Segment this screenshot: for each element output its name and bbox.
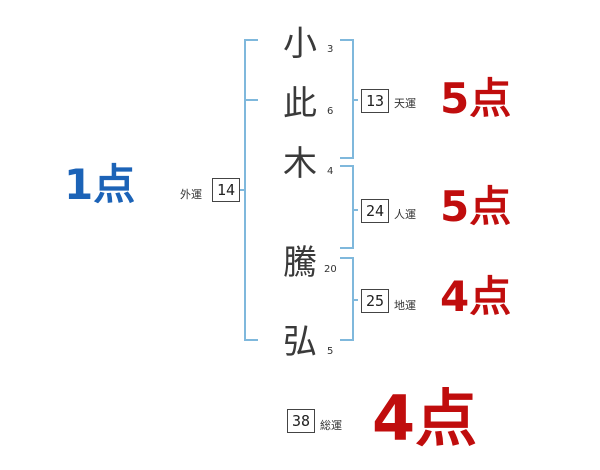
stroke-count-3: 4 [327, 166, 334, 177]
chi-score: 4点 [440, 272, 512, 321]
name-char-1: 小 [283, 24, 317, 64]
gai-score: 1点 [64, 160, 136, 209]
jin-value-box: 24 [361, 199, 389, 223]
gai-label: 外運 [180, 188, 202, 201]
ten-score: 5点 [440, 74, 512, 123]
name-char-5: 弘 [283, 322, 317, 362]
stroke-count-2: 6 [327, 106, 334, 117]
gai-bracket [240, 39, 258, 341]
name-char-2: 此 [283, 84, 317, 124]
chi-label: 地運 [394, 299, 416, 312]
ten-bracket [340, 39, 358, 159]
name-char-4: 騰 [283, 243, 317, 283]
jin-bracket [340, 165, 358, 249]
stroke-count-1: 3 [327, 44, 334, 55]
gai-value-box: 14 [212, 178, 240, 202]
chi-bracket [340, 257, 358, 341]
sou-score: 4点 [372, 382, 478, 455]
jin-score: 5点 [440, 182, 512, 231]
stroke-count-5: 5 [327, 346, 334, 357]
jin-label: 人運 [394, 208, 416, 221]
sou-label: 総運 [320, 419, 342, 432]
ten-label: 天運 [394, 97, 416, 110]
stroke-count-4: 20 [324, 264, 337, 275]
sou-value-box: 38 [287, 409, 315, 433]
chi-value-box: 25 [361, 289, 389, 313]
name-char-3: 木 [283, 144, 317, 184]
ten-value-box: 13 [361, 89, 389, 113]
